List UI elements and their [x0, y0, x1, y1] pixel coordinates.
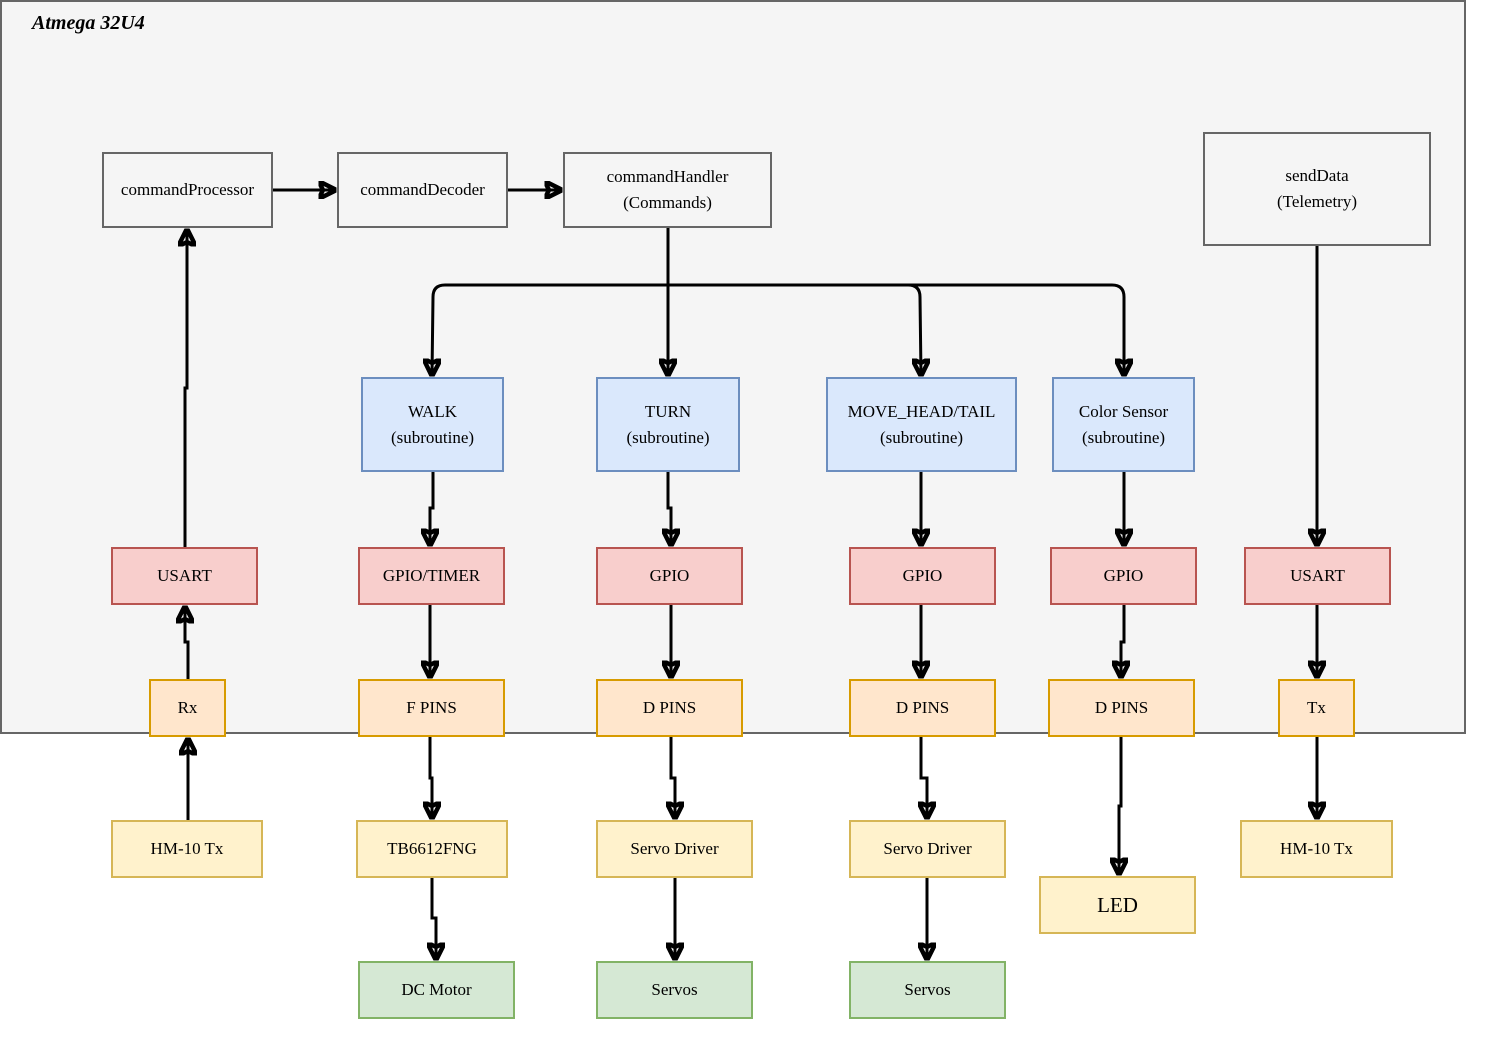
gpio-head-label: GPIO [902, 566, 943, 585]
servos-turn-node[interactable]: Servos [596, 961, 753, 1019]
tb6612fng-label: TB6612FNG [387, 839, 477, 858]
gpio-color-node[interactable]: GPIO [1050, 547, 1197, 605]
turn-subroutine-node[interactable]: TURN (subroutine) [596, 377, 740, 472]
rx-pin-node[interactable]: Rx [149, 679, 226, 737]
hm10-tx-node[interactable]: HM-10 Tx [1240, 820, 1393, 878]
color-sensor-sublabel: (subroutine) [1081, 427, 1166, 447]
edge-rx-to-usart [185, 607, 188, 679]
gpio-color-label: GPIO [1103, 566, 1144, 585]
container-title: Atmega 32U4 [32, 12, 145, 34]
move-head-tail-subroutine-node[interactable]: MOVE_HEAD/TAIL (subroutine) [826, 377, 1017, 472]
f-pins-node[interactable]: F PINS [358, 679, 505, 737]
hm10-rx-label: HM-10 Tx [150, 839, 224, 858]
edge-d-pins-to-servo-driver-turn [671, 737, 675, 818]
tb6612fng-node[interactable]: TB6612FNG [356, 820, 508, 878]
command-handler-node[interactable]: commandHandler (Commands) [563, 152, 772, 228]
send-data-node[interactable]: sendData (Telemetry) [1203, 132, 1431, 246]
d-pins-head-label: D PINS [895, 698, 950, 717]
send-data-label: sendData [1285, 166, 1349, 185]
usart-rx-label: USART [157, 566, 212, 585]
dc-motor-node[interactable]: DC Motor [358, 961, 515, 1019]
tx-pin-node[interactable]: Tx [1278, 679, 1355, 737]
d-pins-color-node[interactable]: D PINS [1048, 679, 1195, 737]
servo-driver-head-label: Servo Driver [883, 839, 972, 858]
servos-head-node[interactable]: Servos [849, 961, 1006, 1019]
gpio-timer-node[interactable]: GPIO/TIMER [358, 547, 505, 605]
gpio-turn-label: GPIO [649, 566, 690, 585]
walk-subroutine-node[interactable]: WALK (subroutine) [361, 377, 504, 472]
hm10-tx-label: HM-10 Tx [1280, 839, 1353, 858]
usart-rx-node[interactable]: USART [111, 547, 258, 605]
servos-head-label: Servos [904, 980, 951, 999]
edge-d-pins-to-servo-driver-head [921, 737, 927, 818]
turn-label: TURN [644, 401, 692, 421]
led-node[interactable]: LED [1039, 876, 1196, 934]
turn-sublabel: (subroutine) [626, 427, 710, 447]
servos-turn-label: Servos [651, 980, 698, 999]
usart-tx-node[interactable]: USART [1244, 547, 1391, 605]
usart-tx-label: USART [1290, 566, 1345, 585]
tx-pin-label: Tx [1307, 698, 1326, 717]
command-handler-label: commandHandler [606, 167, 729, 186]
edge-gpio-to-d-pins-color [1121, 605, 1124, 677]
gpio-head-node[interactable]: GPIO [849, 547, 996, 605]
walk-label: WALK [407, 401, 458, 421]
edge-usart-to-processor [185, 230, 187, 547]
move-head-tail-sublabel: (subroutine) [879, 427, 964, 447]
edge-tb6612fng-to-dc-motor [432, 878, 436, 959]
servo-driver-turn-label: Servo Driver [630, 839, 719, 858]
edge-turn-to-gpio [668, 472, 671, 545]
edge-walk-to-gpio-timer [430, 472, 433, 545]
edge-handler-to-walk [432, 283, 668, 375]
d-pins-head-node[interactable]: D PINS [849, 679, 996, 737]
edge-d-pins-to-led [1119, 737, 1121, 874]
d-pins-turn-node[interactable]: D PINS [596, 679, 743, 737]
send-data-sublabel: (Telemetry) [1277, 192, 1357, 211]
gpio-timer-label: GPIO/TIMER [382, 566, 481, 585]
command-decoder-label: commandDecoder [360, 180, 485, 199]
led-label: LED [1097, 893, 1138, 917]
move-head-tail-label: MOVE_HEAD/TAIL [847, 401, 996, 421]
edge-handler-to-color [668, 283, 1124, 375]
hm10-rx-node[interactable]: HM-10 Tx [111, 820, 263, 878]
atmega-container: Atmega 32U4 [0, 0, 1466, 734]
d-pins-turn-label: D PINS [642, 698, 697, 717]
walk-sublabel: (subroutine) [390, 427, 475, 447]
d-pins-color-label: D PINS [1094, 698, 1149, 717]
edge-f-pins-to-tb6612fng [430, 737, 432, 818]
servo-driver-head-node[interactable]: Servo Driver [849, 820, 1006, 878]
f-pins-label: F PINS [406, 698, 457, 717]
command-decoder-node[interactable]: commandDecoder [337, 152, 508, 228]
command-processor-label: commandProcessor [120, 180, 255, 199]
edge-handler-to-move-head [668, 283, 921, 375]
command-handler-sublabel: (Commands) [623, 193, 712, 212]
command-processor-node[interactable]: commandProcessor [102, 152, 273, 228]
dc-motor-label: DC Motor [401, 980, 472, 999]
servo-driver-turn-node[interactable]: Servo Driver [596, 820, 753, 878]
color-sensor-label: Color Sensor [1078, 401, 1169, 421]
color-sensor-subroutine-node[interactable]: Color Sensor (subroutine) [1052, 377, 1195, 472]
gpio-turn-node[interactable]: GPIO [596, 547, 743, 605]
rx-pin-label: Rx [177, 698, 198, 717]
